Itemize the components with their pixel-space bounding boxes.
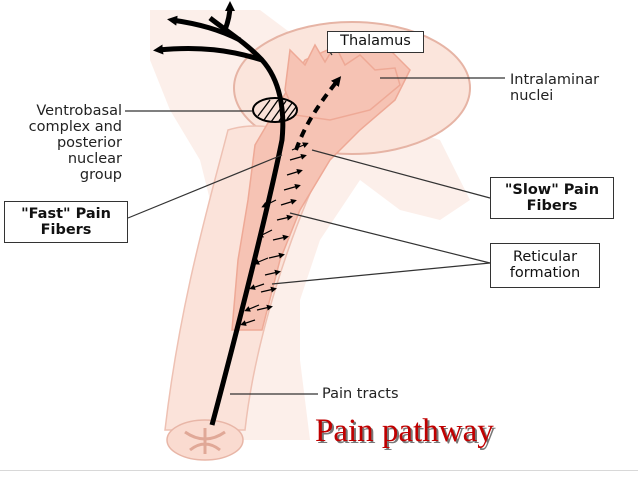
thalamus-text: Thalamus — [340, 33, 411, 49]
ventrobasal-line-4: nuclear — [67, 151, 122, 167]
tract-branch-upper-left — [167, 15, 242, 43]
leader-fast-pain — [127, 154, 283, 219]
thalamus-label: Thalamus — [327, 31, 424, 53]
reticular-formation-label: Reticular formation — [490, 243, 600, 288]
spinal-cord-grey-matter — [184, 428, 226, 454]
leader-slow-pain — [311, 149, 491, 199]
pain-tracts-label: Pain tracts — [322, 386, 399, 402]
fast-pain-fibers-label: "Fast" Pain Fibers — [4, 201, 128, 243]
ventrobasal-hatching — [257, 99, 297, 123]
ventrobasal-complex-shape — [252, 97, 298, 123]
leader-reticular-1 — [289, 212, 491, 264]
ventrobasal-line-1: Ventrobasal — [36, 103, 122, 119]
slow-pain-line-2: Fibers — [526, 198, 578, 214]
leader-reticular-2 — [271, 262, 491, 285]
intralaminar-region-shape — [284, 43, 401, 121]
fast-pain-line-2: Fibers — [40, 222, 92, 238]
ventrobasal-line-5: group — [79, 167, 122, 183]
intralaminar-label: Intralaminar nuclei — [510, 72, 599, 104]
ventrobasal-line-3: posterior — [56, 135, 122, 151]
fast-pain-tract — [208, 16, 286, 426]
intralaminar-line-2: nuclei — [510, 88, 554, 104]
bottom-divider — [0, 470, 638, 471]
slow-pain-fiber-dashed — [294, 76, 342, 151]
slow-pain-fibers-label: "Slow" Pain Fibers — [490, 177, 614, 219]
tract-branch-up — [222, 1, 235, 31]
fast-pain-line-1: "Fast" Pain — [21, 206, 111, 222]
reticular-line-2: formation — [509, 265, 581, 281]
ventrobasal-label: Ventrobasal complex and posterior nuclea… — [4, 103, 122, 183]
tract-branch-left — [153, 44, 263, 63]
reticular-line-1: Reticular — [512, 249, 578, 265]
leader-lines — [125, 51, 505, 395]
reticular-small-arrows — [240, 142, 309, 326]
page-title: Pain pathway — [315, 413, 494, 449]
slow-pain-line-1: "Slow" Pain — [504, 182, 600, 198]
intralaminar-line-1: Intralaminar — [510, 72, 600, 88]
ventrobasal-line-2: complex and — [28, 119, 122, 135]
